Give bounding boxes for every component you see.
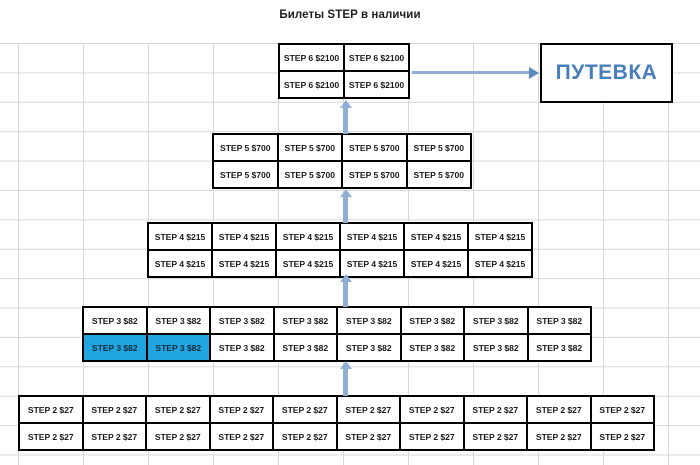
ticket-cell[interactable]: STEP 6 $2100 — [278, 43, 345, 72]
ticket-cell[interactable]: STEP 3 $82 — [272, 306, 338, 335]
ticket-cell[interactable]: STEP 5 $700 — [212, 160, 279, 189]
ticket-cell[interactable]: STEP 4 $215 — [211, 249, 277, 278]
up-arrow-icon-step2-to-step3 — [343, 367, 348, 396]
ticket-cell[interactable]: STEP 2 $27 — [526, 422, 592, 451]
ticket-cell[interactable]: STEP 3 $82 — [463, 306, 529, 335]
ticket-cell[interactable]: STEP 2 $27 — [81, 422, 147, 451]
ticket-cell[interactable]: STEP 3 $82 — [209, 333, 275, 362]
ticket-cell[interactable]: STEP 5 $700 — [405, 160, 472, 189]
ticket-cell[interactable]: STEP 3 $82 — [145, 306, 211, 335]
ticket-cell[interactable]: STEP 2 $27 — [589, 422, 655, 451]
voucher-box: ПУТЕВКА — [540, 43, 673, 103]
ticket-cell-highlighted[interactable]: STEP 3 $82 — [145, 333, 211, 362]
ticket-cell[interactable]: STEP 2 $27 — [462, 422, 528, 451]
ticket-cell[interactable]: STEP 2 $27 — [272, 395, 338, 424]
ticket-cell[interactable]: STEP 2 $27 — [589, 395, 655, 424]
ticket-cell[interactable]: STEP 3 $82 — [336, 306, 402, 335]
right-arrow-icon-step6-to-voucher — [412, 71, 530, 74]
ticket-cell[interactable]: STEP 4 $215 — [339, 222, 405, 251]
ticket-cell[interactable]: STEP 2 $27 — [81, 395, 147, 424]
up-arrow-icon-step4-to-step5 — [343, 195, 348, 223]
ticket-cell[interactable]: STEP 4 $215 — [275, 222, 341, 251]
voucher-label: ПУТЕВКА — [555, 61, 658, 84]
ticket-cell[interactable]: STEP 2 $27 — [335, 395, 401, 424]
ticket-cell[interactable]: STEP 5 $700 — [276, 160, 343, 189]
ticket-cell[interactable]: STEP 3 $82 — [399, 306, 465, 335]
ticket-cell[interactable]: STEP 3 $82 — [272, 333, 338, 362]
ticket-cell[interactable]: STEP 2 $27 — [526, 395, 592, 424]
ticket-cell[interactable]: STEP 5 $700 — [405, 133, 472, 162]
up-arrow-icon-step3-to-step4 — [343, 280, 348, 307]
ticket-cell[interactable]: STEP 3 $82 — [463, 333, 529, 362]
ticket-cell[interactable]: STEP 6 $2100 — [343, 70, 410, 99]
ticket-cell[interactable]: STEP 3 $82 — [209, 306, 275, 335]
ticket-cell[interactable]: STEP 6 $2100 — [278, 70, 345, 99]
ticket-cell[interactable]: STEP 3 $82 — [82, 306, 148, 335]
ticket-cell[interactable]: STEP 4 $215 — [147, 222, 213, 251]
ticket-cell[interactable]: STEP 4 $215 — [147, 249, 213, 278]
ticket-cell[interactable]: STEP 2 $27 — [462, 395, 528, 424]
ticket-cell[interactable]: STEP 6 $2100 — [343, 43, 410, 72]
ticket-cell[interactable]: STEP 5 $700 — [341, 160, 408, 189]
ticket-cell[interactable]: STEP 3 $82 — [526, 333, 592, 362]
ticket-cell[interactable]: STEP 5 $700 — [341, 133, 408, 162]
up-arrow-icon-step5-to-step6 — [343, 106, 348, 134]
page-title: Билеты STEP в наличии — [279, 9, 421, 21]
ticket-cell[interactable]: STEP 2 $27 — [145, 422, 211, 451]
ticket-cell[interactable]: STEP 3 $82 — [526, 306, 592, 335]
ticket-cell[interactable]: STEP 2 $27 — [335, 422, 401, 451]
ticket-cell[interactable]: STEP 4 $215 — [211, 222, 277, 251]
ticket-cell[interactable]: STEP 3 $82 — [336, 333, 402, 362]
ticket-cell[interactable]: STEP 2 $27 — [399, 422, 465, 451]
ticket-cell[interactable]: STEP 2 $27 — [145, 395, 211, 424]
ticket-cell[interactable]: STEP 3 $82 — [399, 333, 465, 362]
ticket-cell[interactable]: STEP 5 $700 — [276, 133, 343, 162]
ticket-cell[interactable]: STEP 4 $215 — [275, 249, 341, 278]
ticket-cell[interactable]: STEP 4 $215 — [467, 249, 533, 278]
ticket-cell[interactable]: STEP 2 $27 — [208, 422, 274, 451]
ticket-cell[interactable]: STEP 4 $215 — [467, 222, 533, 251]
ticket-cell[interactable]: STEP 2 $27 — [208, 395, 274, 424]
ticket-cell[interactable]: STEP 4 $215 — [403, 249, 469, 278]
ticket-cell-highlighted[interactable]: STEP 3 $82 — [82, 333, 148, 362]
ticket-cell[interactable]: STEP 2 $27 — [272, 422, 338, 451]
ticket-cell[interactable]: STEP 2 $27 — [399, 395, 465, 424]
ticket-cell[interactable]: STEP 5 $700 — [212, 133, 279, 162]
ticket-cell[interactable]: STEP 2 $27 — [18, 422, 84, 451]
ticket-cell[interactable]: STEP 4 $215 — [403, 222, 469, 251]
ticket-cell[interactable]: STEP 2 $27 — [18, 395, 84, 424]
